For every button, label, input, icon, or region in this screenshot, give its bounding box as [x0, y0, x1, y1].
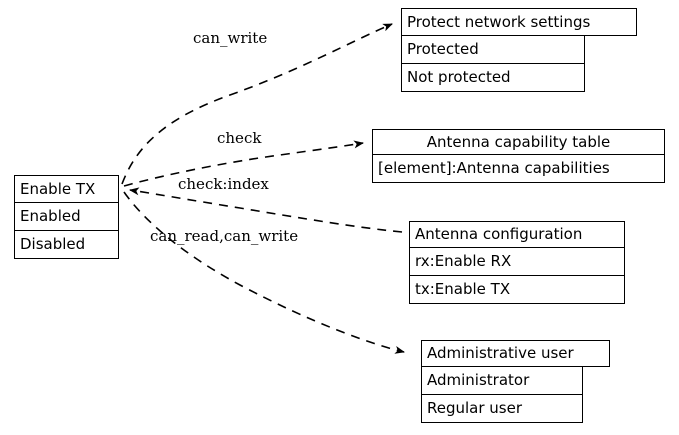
- node-administrative-user-row-1[interactable]: Regular user: [421, 395, 583, 423]
- node-administrative-user-row-0[interactable]: Administrator: [421, 367, 583, 395]
- edge-label-can-write: can_write: [193, 29, 268, 47]
- node-antenna-configuration[interactable]: Antenna configuration rx:Enable RX tx:En…: [409, 221, 625, 304]
- node-antenna-configuration-title[interactable]: Antenna configuration: [409, 221, 625, 248]
- edge-can-write: [121, 23, 393, 185]
- node-administrative-user-title[interactable]: Administrative user: [421, 340, 610, 367]
- node-enable-tx-row-1[interactable]: Disabled: [14, 231, 119, 259]
- edge-label-check: check: [217, 129, 262, 147]
- node-administrative-user[interactable]: Administrative user Administrator Regula…: [421, 340, 610, 423]
- node-antenna-capability-table-title[interactable]: Antenna capability table: [372, 129, 665, 155]
- edge-check: [123, 140, 364, 187]
- node-antenna-capability-table[interactable]: Antenna capability table [element]:Anten…: [372, 129, 665, 183]
- node-enable-tx[interactable]: Enable TX Enabled Disabled: [14, 175, 119, 259]
- node-enable-tx-title[interactable]: Enable TX: [14, 175, 119, 203]
- edge-label-check-index: check:index: [178, 175, 269, 193]
- node-protect-network-settings-row-1[interactable]: Not protected: [401, 64, 585, 92]
- node-enable-tx-row-0[interactable]: Enabled: [14, 203, 119, 231]
- edge-check-index: [129, 187, 403, 233]
- node-antenna-capability-table-row-0[interactable]: [element]:Antenna capabilities: [372, 155, 665, 183]
- node-antenna-configuration-row-0[interactable]: rx:Enable RX: [409, 248, 625, 276]
- node-protect-network-settings[interactable]: Protect network settings Protected Not p…: [401, 8, 637, 92]
- edge-label-can-read-can-write: can_read,can_write: [150, 227, 299, 245]
- node-protect-network-settings-row-0[interactable]: Protected: [401, 36, 585, 64]
- node-antenna-configuration-row-1[interactable]: tx:Enable TX: [409, 276, 625, 304]
- node-protect-network-settings-title[interactable]: Protect network settings: [401, 8, 637, 36]
- edge-can-read-can-write: [123, 191, 405, 354]
